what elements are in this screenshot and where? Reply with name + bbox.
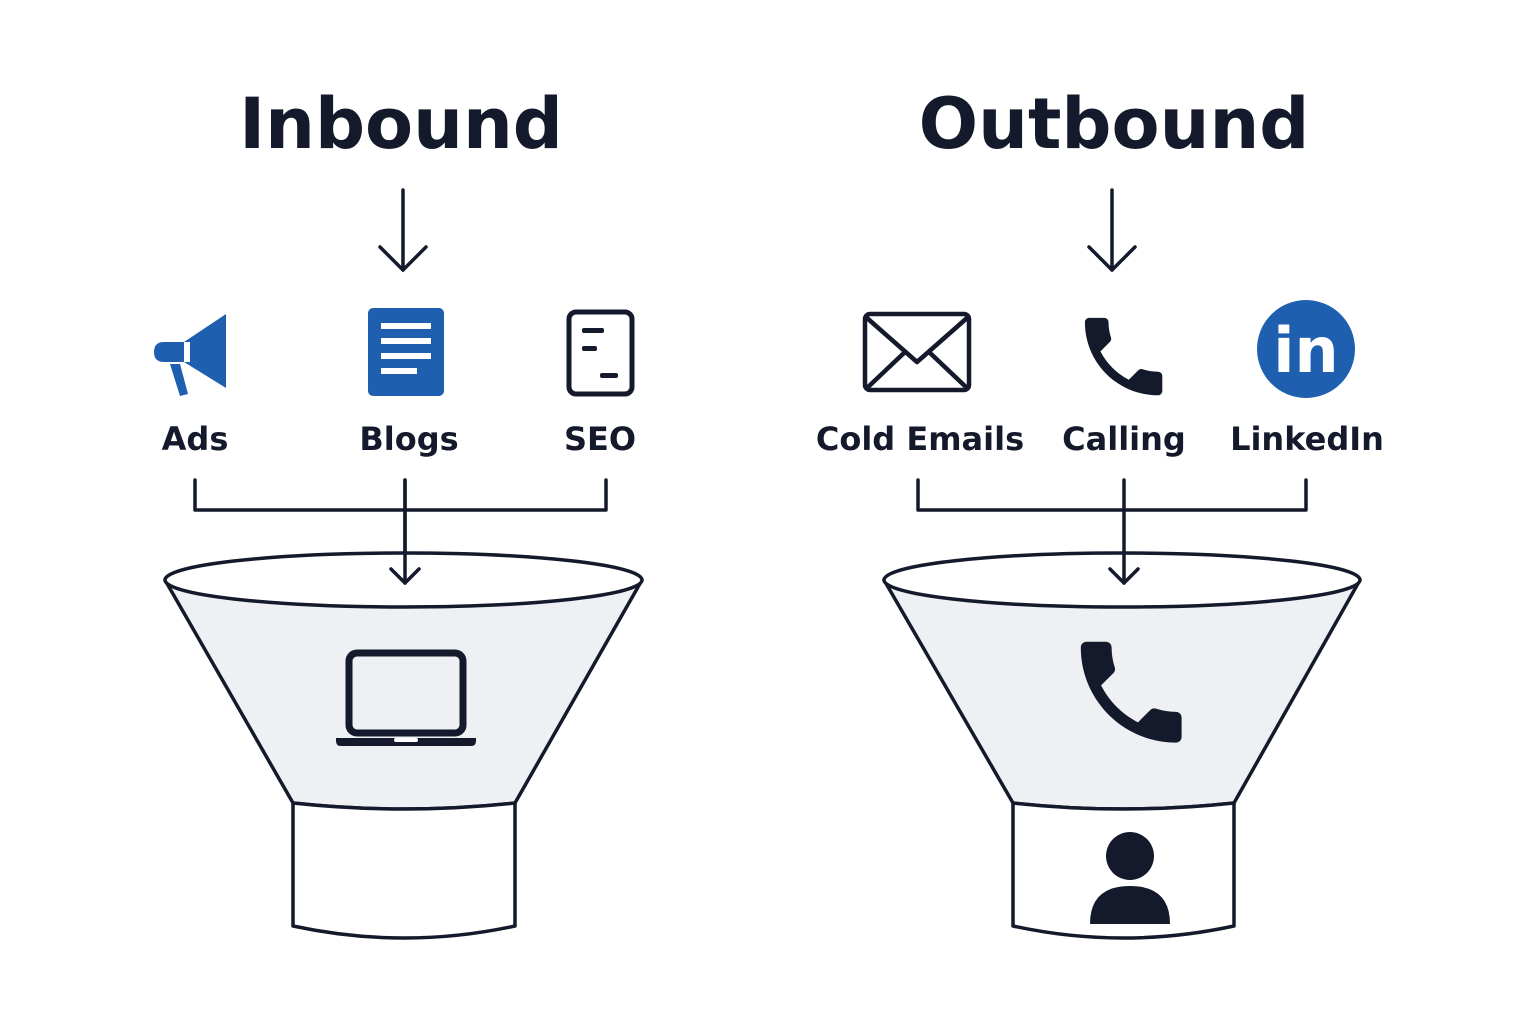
linkedin-icon: in [1257,300,1355,398]
person-icon [1090,832,1170,924]
channel-label-blogs: Blogs [359,420,458,458]
linkedin-icon-text: in [1273,314,1338,387]
laptop-icon [336,649,476,746]
outbound-section: Outbound Cold Emails Calling in LinkedIn [816,83,1384,940]
envelope-icon [862,311,972,393]
phone-document-icon [566,309,635,397]
document-icon [368,308,444,396]
phone-icon [1084,317,1163,396]
channel-label-calling: Calling [1062,420,1186,458]
channel-label-ads: Ads [162,420,229,458]
outbound-title: Outbound [919,83,1310,165]
channel-label-cold-emails: Cold Emails [816,420,1024,458]
outbound-connector [916,478,1308,512]
channel-label-seo: SEO [564,420,636,458]
inbound-funnel [163,478,644,811]
outbound-funnel [882,478,1362,811]
megaphone-icon [154,314,226,396]
inbound-title: Inbound [239,83,563,165]
inbound-top-arrow [378,188,428,272]
inbound-section: Inbound Ads Blogs SEO [154,83,644,940]
outbound-top-arrow [1087,188,1137,272]
inbound-funnel-base [291,801,517,940]
channel-label-linkedin: LinkedIn [1230,420,1384,458]
